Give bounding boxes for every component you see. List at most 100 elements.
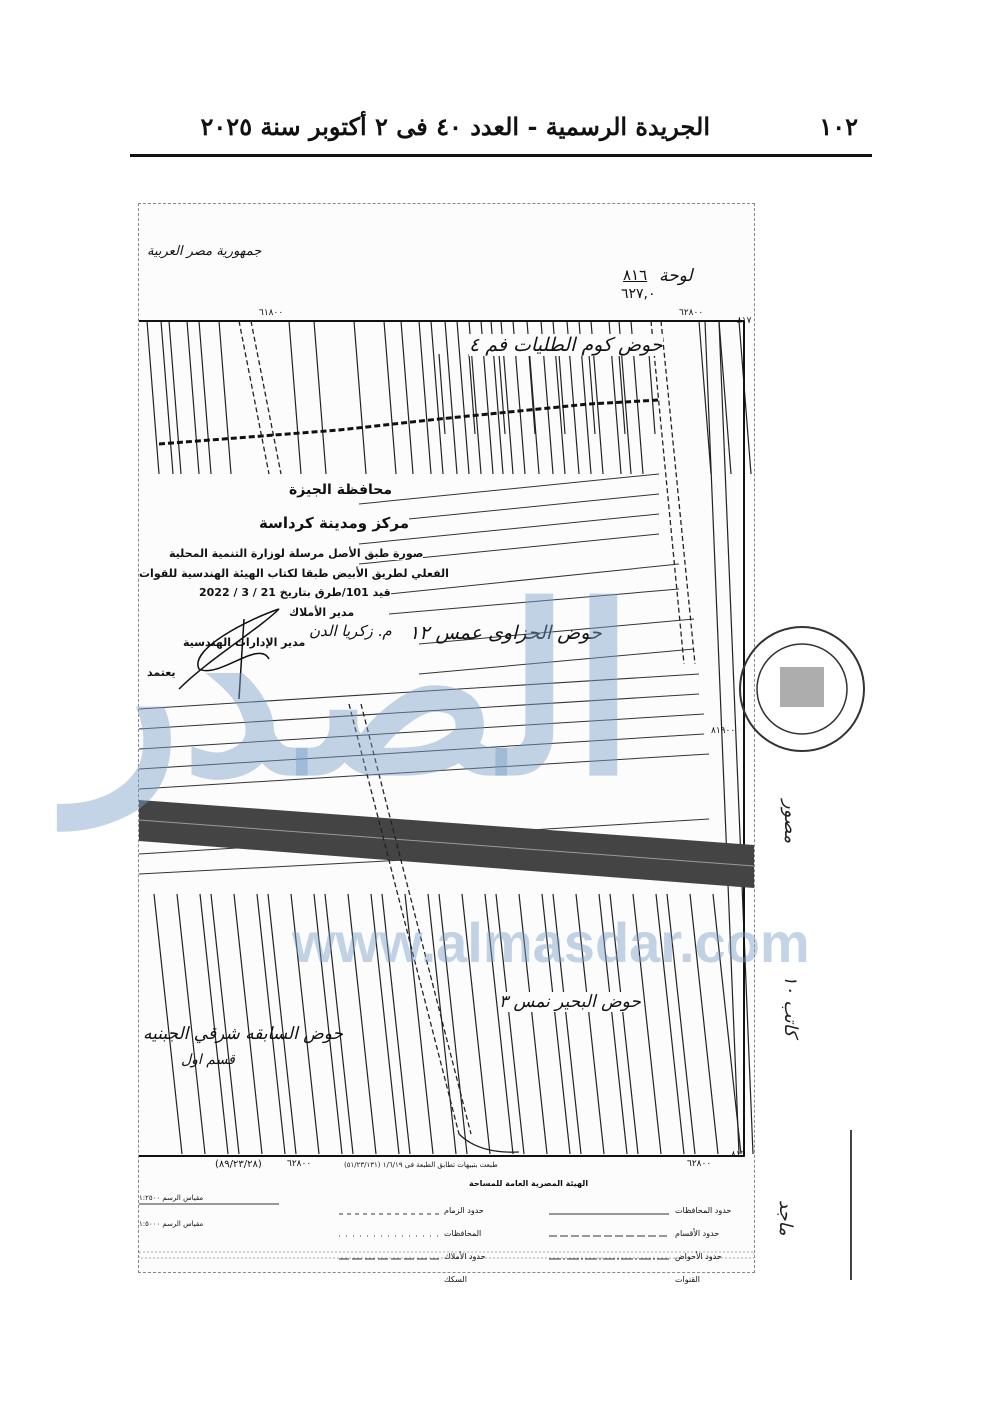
scale-label: مقياس الرسم ١:٢٥٠٠: [139, 1194, 204, 1202]
parcel-line: [218, 320, 232, 475]
legend-item: السكك: [444, 1275, 467, 1284]
canal-line: [158, 398, 660, 446]
certification-line: الفعلي لطريق الأبيض طبقا لكتاب الهيئة ال…: [139, 567, 449, 580]
parcel-line: [689, 893, 719, 1155]
parcel-line: [552, 893, 582, 1155]
map-drawing: [139, 320, 754, 1260]
parcel-line: [313, 893, 343, 1155]
parcel-line: [498, 353, 506, 435]
parcel-line: [198, 320, 212, 475]
parcel-line: [176, 893, 206, 1155]
parcel-line: [484, 893, 514, 1155]
legend-item: حدود الزمام: [444, 1206, 484, 1215]
parcel-line: [444, 320, 458, 475]
parcel-line: [290, 893, 320, 1155]
legend-item: حدود الأحواض: [675, 1252, 722, 1261]
parcel-line: [712, 893, 742, 1155]
parcel-line: [632, 893, 662, 1155]
parcel-line: [528, 353, 536, 435]
roads: [238, 320, 696, 1135]
parcel-line: [400, 320, 414, 475]
parcel-line: [575, 893, 605, 1155]
issue-line: الجريدة الرسمية - العدد ٤٠ فى ٢ أكتوبر س…: [200, 112, 710, 141]
scale-label: مقياس الرسم ١:٥٠٠٠: [139, 1220, 204, 1228]
parcel-line: [404, 893, 434, 1155]
parcel-line: [468, 353, 476, 435]
print-note: طبعت بتبيهات تطابق الطبعة فى ١/٦/١٩ (٥١/…: [344, 1161, 498, 1169]
edge-label-bottom: ٨١٦: [731, 1150, 746, 1160]
coord-bottom-right: ٦٢٨٠٠: [687, 1159, 712, 1169]
official-seal: [739, 626, 865, 752]
certification-line: قيد 101/طرق بتاريخ 21 / 3 / 2022: [199, 586, 391, 599]
parcel-line: [383, 320, 397, 475]
parcel-line: [558, 353, 566, 435]
parcel-line: [598, 893, 628, 1155]
signature: [178, 608, 280, 700]
parcel-line: [186, 320, 200, 475]
republic-label: جمهورية مصر العربية: [147, 244, 262, 259]
margin-annotation-line: [850, 1130, 852, 1280]
legend-item: حدود الأقسام: [675, 1229, 720, 1238]
basin-label: حوض السابقه شرقي الجبنيه: [143, 1024, 344, 1044]
parcel-line: [153, 893, 183, 1155]
margin-note: كاتب ١٠: [780, 975, 801, 1037]
parcel-line: [353, 320, 367, 475]
parcel-line: [288, 320, 302, 475]
legend-item: حدود المحافظات: [675, 1206, 732, 1215]
parcel-line: [418, 320, 432, 475]
margin-note: مصور: [780, 800, 801, 844]
parcel-line: [655, 893, 685, 1155]
coord-top-left: ٦١٨٠٠: [259, 308, 284, 318]
page-header: ١٠٢ الجريدة الرسمية - العدد ٤٠ فى ٢ أكتو…: [130, 112, 872, 152]
basin-label: حوض الحزاوى عمس ١٢: [409, 622, 602, 644]
parcel-line: [256, 893, 286, 1155]
parcel-line: [438, 893, 468, 1155]
parcel-line: [430, 320, 444, 475]
edge-label-mid: ٨١٩٠٠: [711, 726, 736, 736]
parcel-line: [347, 893, 377, 1155]
parcel-line: [648, 353, 656, 435]
parcel-line: [456, 320, 470, 475]
parcel-line: [233, 893, 263, 1155]
ref-code: (٨٩/٢٣/٢٨): [215, 1159, 262, 1170]
legend-item: المحافظات: [444, 1229, 482, 1238]
parcel-line: [718, 320, 754, 1155]
margin-note: ماجد: [775, 1200, 796, 1236]
sheet-label: لوحة: [659, 266, 693, 286]
sheet-number-top: ٨١٦: [623, 266, 648, 284]
coord-bottom-left: ٦٢٨٠٠: [287, 1159, 312, 1169]
sheet-number-bottom: ٦٢٧,٠: [621, 286, 656, 302]
property-manager-title: مدير الأملاك: [289, 606, 355, 619]
parcel-line: [427, 893, 457, 1155]
highway-band: [139, 800, 754, 888]
parcel-line: [160, 320, 174, 475]
certification-line: صورة طبق الأصل مرسلة لوزارة التنمية المح…: [169, 547, 424, 560]
parcel-line: [609, 893, 639, 1155]
property-manager-signature: م. زكريا الدن: [309, 622, 392, 640]
parcel-line: [666, 893, 696, 1155]
authority-name: الهيئة المصرية العامة للمساحة: [469, 1179, 589, 1188]
parcel-line: [495, 893, 525, 1155]
parcel-line: [267, 893, 297, 1155]
eng-manager-title: مدير الإدارات الهندسية: [183, 636, 306, 649]
basin-label: حوض البحير نمس ٣: [499, 992, 641, 1012]
approved-label: يعتمد: [147, 666, 176, 679]
parcel-line: [588, 353, 596, 435]
parcel-line: [168, 320, 182, 475]
parcel-line: [518, 893, 548, 1155]
center-name: مركز ومدينة كرداسة: [259, 514, 409, 532]
page-number: ١٠٢: [819, 112, 858, 141]
legend-item: القنوات: [675, 1275, 701, 1284]
parcel-line: [370, 893, 400, 1155]
parcel-line: [210, 893, 240, 1155]
legend-item: حدود الأملاك: [444, 1252, 486, 1261]
edge-label-top: ٨١٧: [737, 316, 752, 326]
parcel-line: [461, 893, 491, 1155]
parcel-line: [146, 320, 160, 475]
parcel-line: [618, 353, 626, 435]
governorate: محافظة الجيزة: [289, 482, 393, 498]
coord-top-right: ٦٢٨٠٠: [679, 308, 704, 318]
basin-label: قسم اول: [181, 1052, 235, 1068]
header-rule: [130, 154, 872, 157]
parcel-line: [718, 320, 732, 475]
